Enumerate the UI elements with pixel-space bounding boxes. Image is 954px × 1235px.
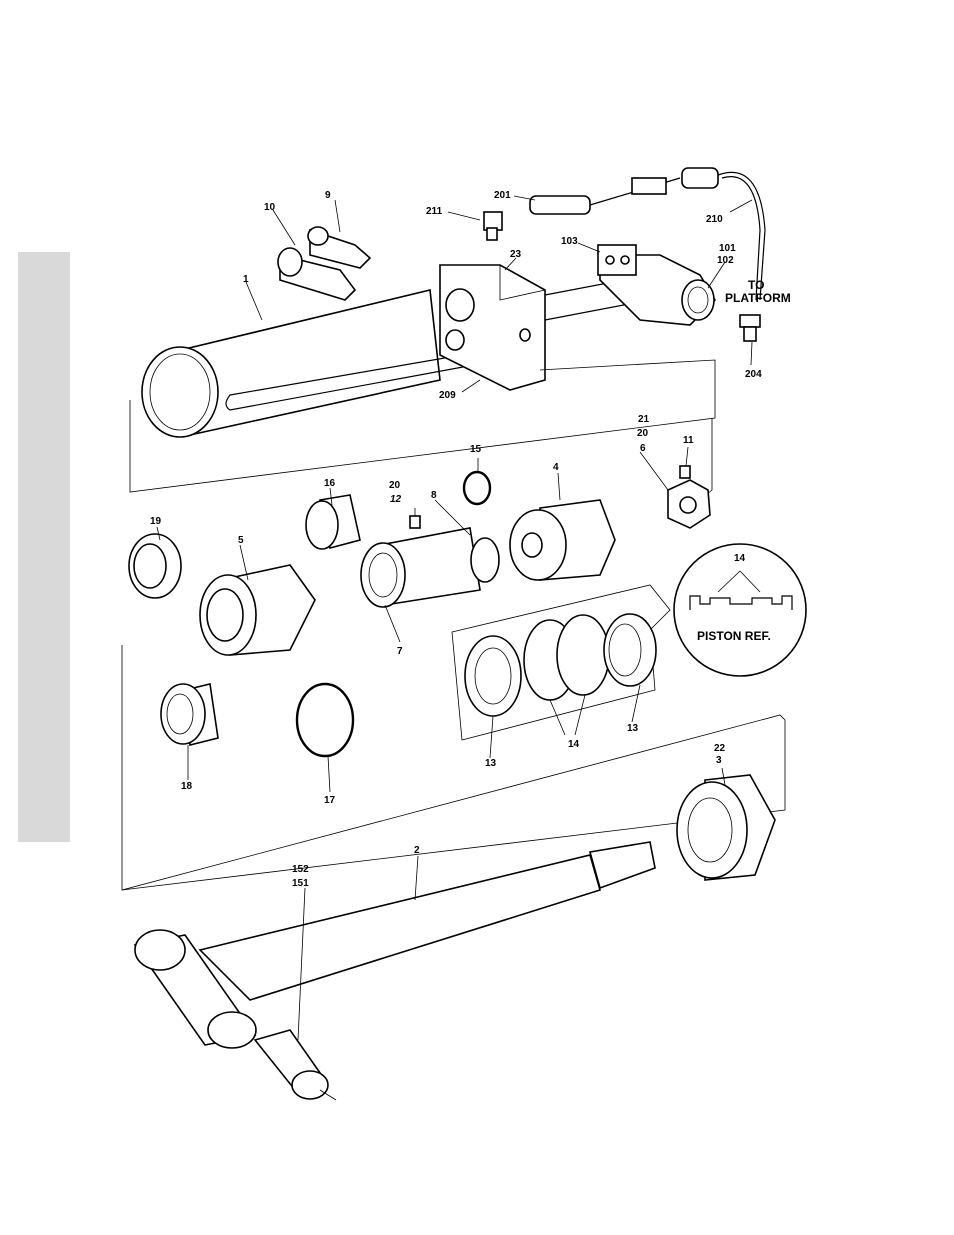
callout-15: 15 bbox=[470, 444, 482, 455]
bulkhead-connector bbox=[740, 315, 760, 341]
callout-103: 103 bbox=[561, 236, 578, 247]
callout-18: 18 bbox=[181, 781, 193, 792]
washer-8 bbox=[471, 538, 499, 582]
head-nut-3 bbox=[677, 775, 775, 880]
callout-17: 17 bbox=[324, 795, 336, 806]
callout-3: 3 bbox=[716, 755, 722, 766]
callout-6: 6 bbox=[640, 443, 646, 454]
callout-9: 9 bbox=[325, 190, 331, 201]
callout-102: 102 bbox=[717, 255, 734, 266]
piston-ref-label: PISTON REF. bbox=[697, 629, 771, 643]
callout-152: 152 bbox=[292, 864, 309, 875]
callout-13-b: 13 bbox=[485, 758, 497, 769]
callout-209: 209 bbox=[439, 390, 456, 401]
hydraulic-fittings bbox=[278, 227, 370, 300]
o-ring-17 bbox=[297, 684, 353, 756]
callout-2: 2 bbox=[414, 845, 420, 856]
spacer-7 bbox=[361, 528, 480, 607]
callout-23: 23 bbox=[510, 249, 522, 260]
to-label: TO bbox=[748, 278, 764, 292]
seal-13-right bbox=[604, 614, 656, 686]
set-screw-11 bbox=[680, 466, 690, 478]
callout-204: 204 bbox=[745, 369, 762, 380]
seal-14-pair bbox=[524, 615, 609, 700]
callout-16: 16 bbox=[324, 478, 336, 489]
callout-211: 211 bbox=[426, 206, 443, 217]
callout-14-a: 14 bbox=[734, 553, 746, 564]
callout-19: 19 bbox=[150, 516, 162, 527]
callout-14-b: 14 bbox=[568, 739, 580, 750]
callout-5: 5 bbox=[238, 535, 244, 546]
callout-10: 10 bbox=[264, 202, 276, 213]
set-screw-12 bbox=[410, 516, 420, 528]
callout-12: 12 bbox=[390, 494, 402, 505]
seal-19 bbox=[129, 534, 181, 598]
callout-201: 201 bbox=[494, 190, 511, 201]
clevis-end bbox=[598, 245, 715, 325]
gland-5 bbox=[200, 565, 315, 655]
callout-1: 1 bbox=[243, 274, 249, 285]
callout-7: 7 bbox=[397, 646, 403, 657]
callout-20-a: 20 bbox=[637, 428, 649, 439]
callout-101: 101 bbox=[719, 243, 736, 254]
callout-22: 22 bbox=[714, 743, 726, 754]
bushing-18 bbox=[161, 684, 218, 745]
wear-ring-16 bbox=[306, 495, 360, 549]
platform-label: PLATFORM bbox=[725, 291, 791, 305]
callout-13-a: 13 bbox=[627, 723, 639, 734]
piston-4 bbox=[510, 500, 615, 580]
seal-13-left bbox=[465, 636, 521, 716]
callout-210: 210 bbox=[706, 214, 723, 225]
callout-4: 4 bbox=[553, 462, 559, 473]
callout-21: 21 bbox=[638, 414, 650, 425]
callout-20-b: 20 bbox=[389, 480, 401, 491]
callout-8: 8 bbox=[431, 490, 437, 501]
lock-nut-6 bbox=[668, 480, 710, 528]
callout-11: 11 bbox=[683, 435, 694, 446]
piston-rod bbox=[135, 842, 655, 1048]
callout-151: 151 bbox=[292, 878, 309, 889]
bushing-151 bbox=[255, 1030, 328, 1099]
o-ring-15 bbox=[464, 472, 490, 504]
